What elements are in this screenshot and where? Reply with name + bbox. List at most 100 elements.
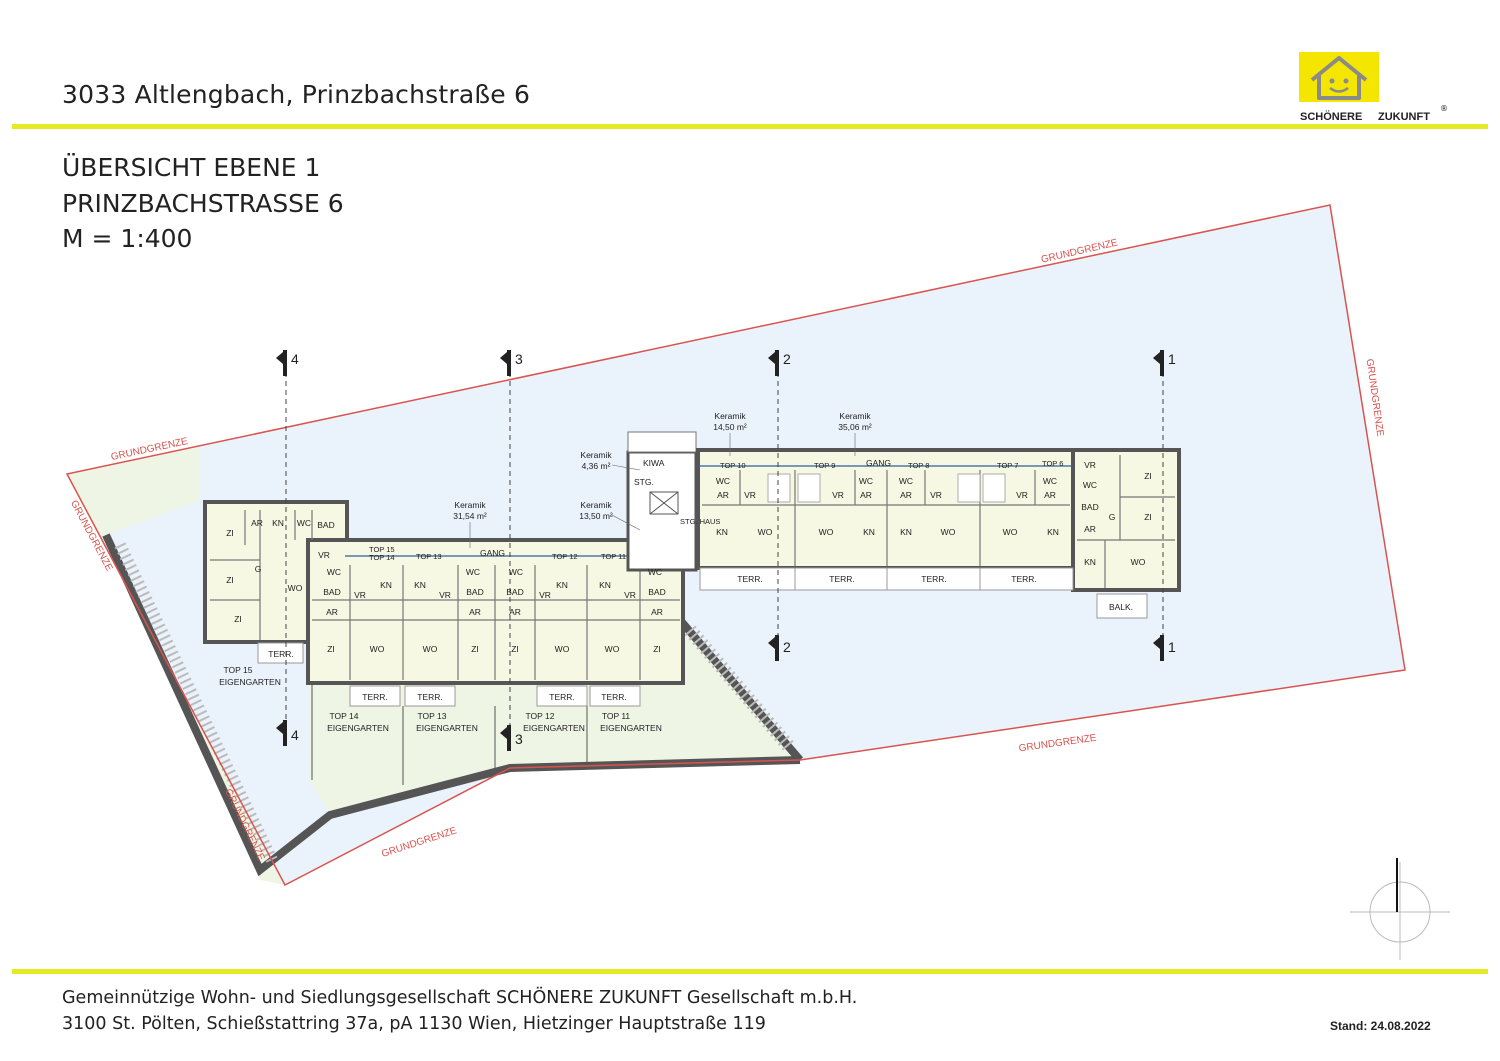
terrace-label: TERR. [1011,574,1037,584]
garden-area-west [67,445,285,885]
terrace-label: TERR. [601,692,627,702]
room-kn: KN [863,527,875,537]
keramik-2-title: Keramik [839,411,871,421]
room-vr: VR [354,590,366,600]
room-wc: WC [327,567,341,577]
top11-label: TOP 11 [601,552,626,561]
section-2-label-top: 2 [783,351,791,367]
terrace-top14 [349,685,401,707]
room-bad: BAD [466,587,483,597]
room-ar: AR [860,490,872,500]
section-2-label-bottom: 2 [783,639,791,655]
room-wo: WO [370,644,385,654]
room-wc: WC [466,567,480,577]
room-ar: AR [469,607,481,617]
room-wc: WC [297,518,311,528]
room-wo: WO [605,644,620,654]
room-partitions-west [210,510,680,680]
terrace-label: TERR. [921,574,947,584]
section-3-marker-bottom [507,725,511,751]
room-vr: VR [318,550,330,560]
schoenere-zukunft-logo: SCHÖNERE ZUKUNFT ® [1299,52,1448,123]
garden-top11-top: TOP 11 [602,711,631,721]
slope-hatch-west [114,542,278,863]
room-bad: BAD [648,587,665,597]
keramik-1-area: 14,50 m² [713,422,747,432]
logo-registered: ® [1440,104,1448,113]
garden-top12-top: TOP 12 [526,711,555,721]
section-markers [276,350,1164,751]
project-address: 3033 Altlengbach, Prinzbachstraße 6 [62,80,531,109]
room-bad: BAD [1081,502,1098,512]
keramik-4-title: Keramik [454,500,486,510]
section-2-marker-top [775,350,779,376]
room-kn: KN [414,580,426,590]
garden-area-south [310,625,800,815]
terrace-label: TERR. [417,692,443,702]
room-ar: AR [251,518,263,528]
property-boundary [65,204,1406,887]
room-kn: KN [272,518,284,528]
section-4-arrow-bottom [276,722,283,734]
room-wo: WO [555,644,570,654]
room-kn: KN [556,580,568,590]
garden-top13-label: EIGENGARTEN [416,723,478,733]
room-g: G [1109,512,1116,522]
balcony-top6 [1096,593,1148,619]
terrace-top13 [404,685,456,707]
section-2-marker-bottom [775,635,779,661]
smiley-mouth [1329,86,1349,93]
room-zi: ZI [653,644,661,654]
room-zi: ZI [234,614,242,624]
room-wc: WC [509,567,523,577]
room-wo: WO [819,527,834,537]
room-ar: AR [1084,524,1096,534]
stg-haus-label: STG. HAUS [680,517,720,526]
room-vr: VR [539,590,551,600]
room-zi: ZI [226,528,234,538]
section-4-label-bottom: 4 [291,727,299,743]
section-3-label-bottom: 3 [515,731,523,747]
room-kn: KN [599,580,611,590]
terrace-label: TERR. [268,649,294,659]
room-kn: KN [1047,527,1059,537]
room-ar: AR [509,607,521,617]
top-labels: TOP 10 TOP 9 TOP 8 TOP 7 TOP 6 TOP 15 TO… [369,459,1063,562]
keramik-5-title: Keramik [580,500,612,510]
room-zi: ZI [1144,512,1152,522]
north-arrow-icon [1350,858,1450,960]
gang-label-west: GANG [480,548,505,558]
terrace-dividers-east [794,568,981,590]
stg-label: STG. [634,477,654,487]
room-wc: WC [859,476,873,486]
room-wo: WO [758,527,773,537]
room-vr: VR [1016,490,1028,500]
keramik-5-area: 13,50 m² [579,511,613,521]
gang-label-east: GANG [866,458,891,468]
internal-stairs [767,473,1006,503]
keramik-leaders [469,433,856,548]
room-bad: BAD [317,520,334,530]
logo-text-schoenere: SCHÖNERE [1300,110,1362,123]
terrace-top11 [589,685,641,707]
section-1-arrow-bottom [1153,637,1160,649]
room-wc: WC [899,476,913,486]
top6-label: TOP 6 [1042,459,1063,468]
top10-label: TOP 10 [720,461,746,470]
room-wc: WC [648,567,662,577]
top12-label: TOP 12 [552,552,578,561]
gang-labels: GANG GANG [480,458,891,558]
room-vr: VR [1084,460,1096,470]
room-zi: ZI [1144,471,1152,481]
room-vr: VR [624,590,636,600]
room-vr: VR [744,490,756,500]
keramik-3-title: Keramik [580,450,612,460]
room-kn: KN [900,527,912,537]
footer-divider [12,969,1488,974]
room-bad: BAD [506,587,523,597]
room-wc: WC [716,476,730,486]
section-1-label-top: 1 [1168,351,1176,367]
building-top6-outline [1071,448,1181,592]
room-kn: KN [716,527,728,537]
section-1-label-bottom: 1 [1168,639,1176,655]
